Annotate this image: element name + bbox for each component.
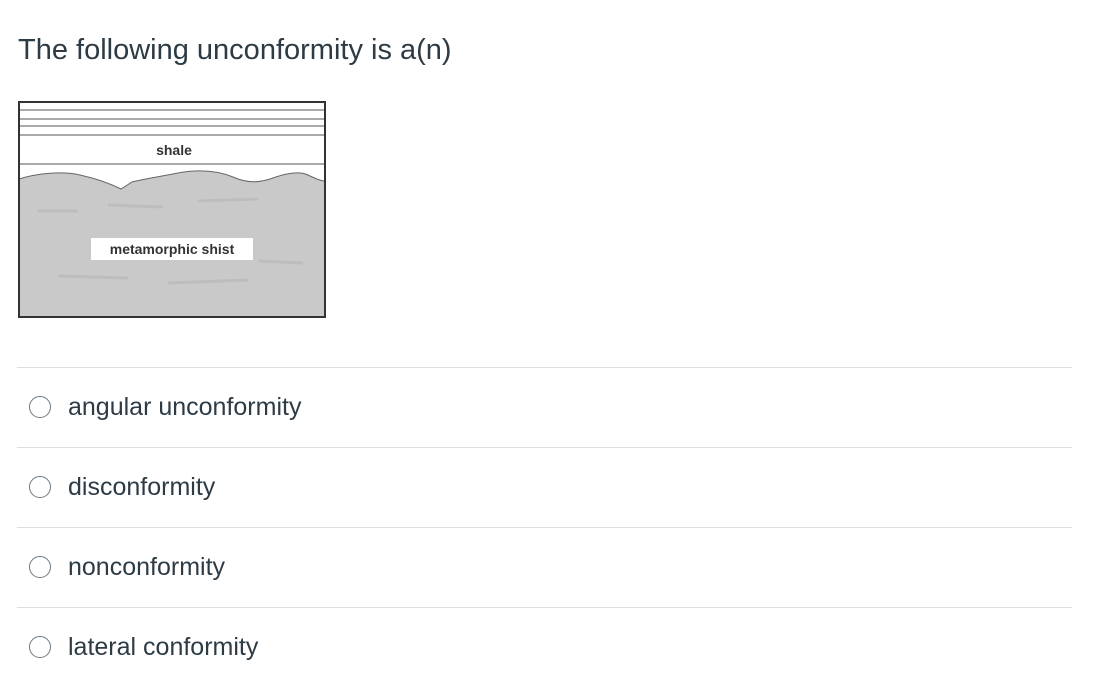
diagram-frame: [18, 101, 326, 318]
radio-button[interactable]: [29, 636, 51, 658]
answer-option[interactable]: lateral conformity: [17, 607, 1072, 687]
unconformity-diagram-svg: shale metamorphic shist: [18, 101, 326, 318]
question-text: The following unconformity is a(n): [18, 34, 452, 66]
answer-option[interactable]: angular unconformity: [17, 367, 1072, 447]
answer-list: angular unconformity disconformity nonco…: [17, 367, 1072, 687]
rock-texture: [38, 197, 304, 285]
answer-label[interactable]: nonconformity: [68, 553, 226, 581]
radio-button[interactable]: [29, 476, 51, 498]
upper-layer-label: shale: [156, 142, 192, 158]
answer-label[interactable]: lateral conformity: [68, 633, 259, 661]
lower-layer-label: metamorphic shist: [110, 241, 235, 257]
answer-label[interactable]: disconformity: [68, 473, 216, 501]
radio-button[interactable]: [29, 556, 51, 578]
lower-layer-label-bg: [91, 238, 253, 260]
answer-option[interactable]: nonconformity: [17, 527, 1072, 607]
radio-button[interactable]: [29, 396, 51, 418]
unconformity-diagram: shale metamorphic shist: [18, 101, 327, 318]
answer-label[interactable]: angular unconformity: [68, 393, 302, 421]
answer-option[interactable]: disconformity: [17, 447, 1072, 527]
